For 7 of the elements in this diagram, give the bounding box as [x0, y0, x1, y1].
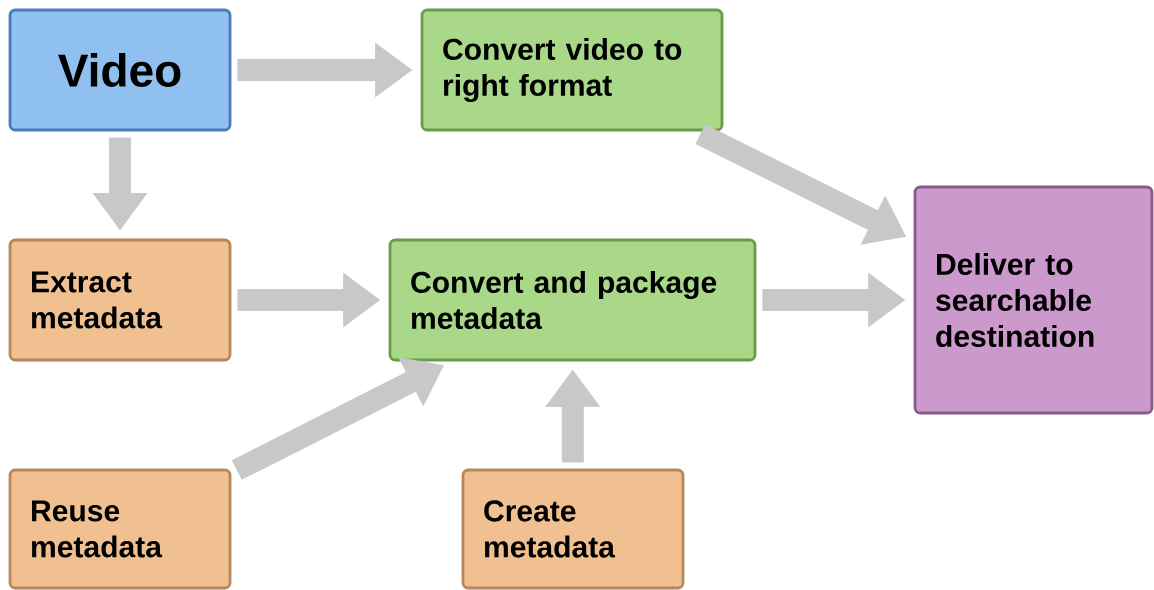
process-box: Convert and package metadata [388, 238, 757, 362]
output-box: Deliver to searchable destination [913, 185, 1154, 415]
process-box: Convert video to right format [420, 8, 724, 132]
source-box: Create metadata [461, 468, 685, 590]
source-box: Reuse metadata [8, 468, 232, 590]
input-box: Video [8, 8, 232, 132]
source-box: Extract metadata [8, 238, 232, 362]
